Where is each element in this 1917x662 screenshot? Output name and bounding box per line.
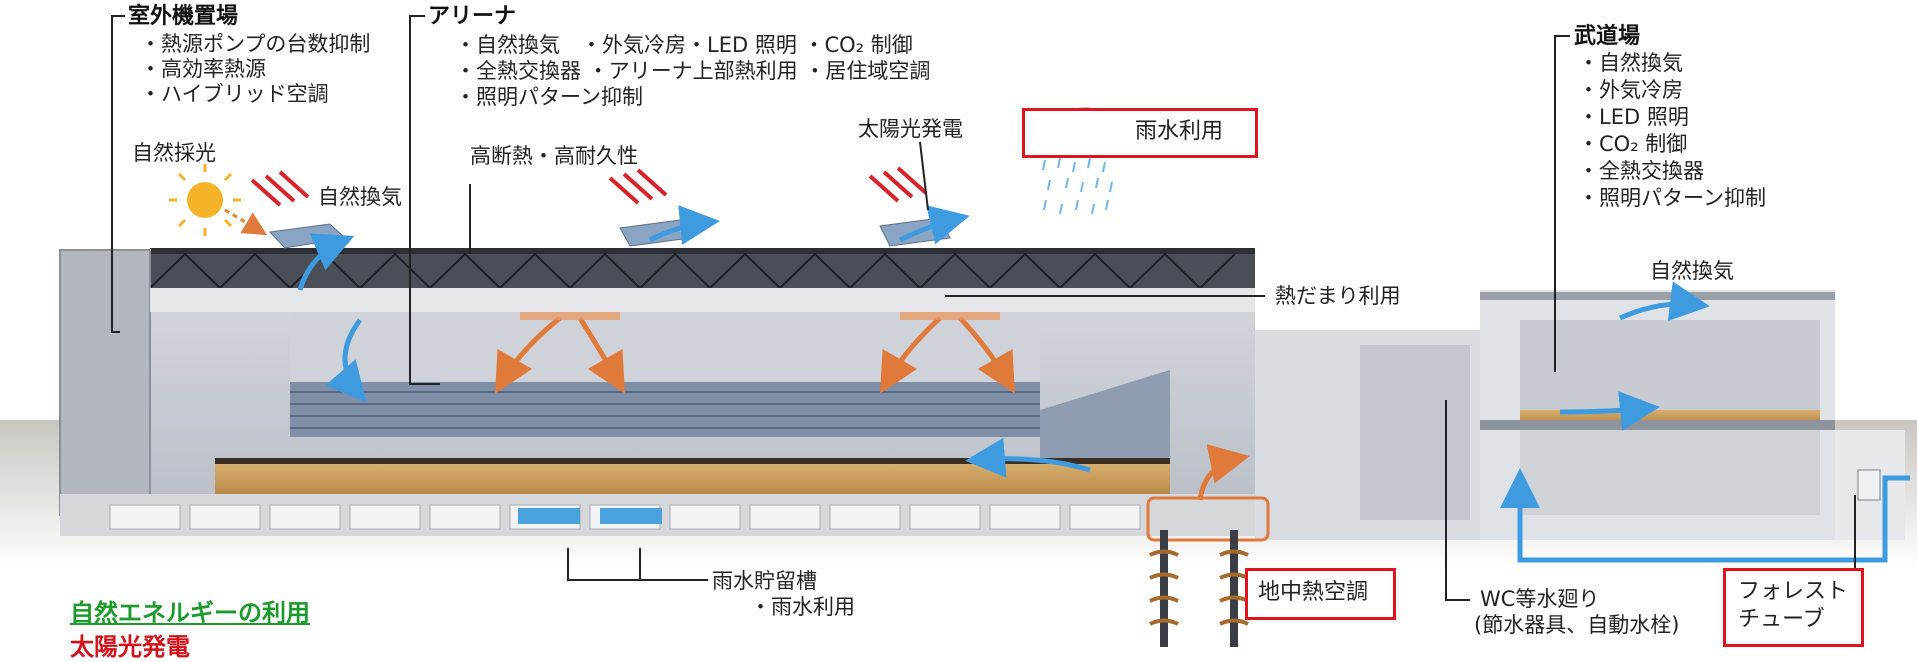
building-cross-section	[0, 15, 1917, 647]
natural-light-label: 自然採光	[132, 141, 216, 165]
outdoor-unit-item: 高効率熱源	[140, 57, 370, 82]
budojo-list: 自然換気 外気冷房 LED 照明 CO₂ 制御 全熱交換器 照明パターン抑制	[1578, 50, 1766, 212]
budojo-building	[1255, 290, 1905, 540]
forest-tube-box: フォレスト チューブ	[1723, 568, 1864, 647]
insulation-label: 高断熱・高耐久性	[470, 144, 638, 168]
rain-tank-label: 雨水貯留槽	[712, 569, 817, 593]
arena-building	[59, 248, 1255, 536]
forest-tube-label-1: フォレスト	[1738, 579, 1849, 604]
budojo-item: 自然換気	[1578, 50, 1766, 77]
budojo-item: 外気冷房	[1578, 77, 1766, 104]
rain-tank-sub-label: ・雨水利用	[750, 595, 855, 619]
airflow-arrow-icon	[297, 205, 1910, 563]
arena-title: アリーナ	[428, 4, 517, 29]
rainwater-use-label: 雨水利用	[1135, 119, 1224, 144]
budojo-item: LED 照明	[1578, 104, 1766, 131]
solar-panel-icon	[268, 217, 951, 249]
geothermal-box: 地中熱空調	[1245, 568, 1396, 620]
budojo-item: 全熱交換器	[1578, 158, 1766, 185]
rain-tank-right	[600, 508, 662, 524]
legend-solar: 太陽光発電	[70, 633, 190, 661]
budojo-item: CO₂ 制御	[1578, 131, 1766, 158]
heat-pool-glow	[520, 312, 1000, 320]
outdoor-unit-item: ハイブリッド空調	[140, 82, 370, 107]
arena-features-row3: ・照明パターン抑制	[455, 85, 643, 109]
forest-tube-inlet	[1857, 469, 1881, 501]
solar-radiation-arrows	[250, 166, 928, 207]
heat-arrow-icon	[495, 316, 1250, 501]
sun-icon	[169, 164, 268, 236]
rain-icon	[1042, 157, 1113, 215]
solar-power-label: 太陽光発電	[858, 117, 963, 141]
outdoor-unit-item: 熱源ポンプの台数抑制	[140, 32, 370, 57]
legend-natural-energy: 自然エネルギーの利用	[70, 599, 310, 627]
rainwater-use-box: 雨水利用	[1022, 108, 1258, 158]
geothermal-pipe-icon	[1146, 496, 1270, 647]
outdoor-unit-title: 室外機置場	[128, 4, 239, 29]
leader-lines	[111, 15, 1856, 601]
rain-tank-left	[518, 508, 580, 524]
budojo-title: 武道場	[1574, 24, 1641, 49]
arena-features-row1: ・自然換気 ・外気冷房・LED 照明 ・CO₂ 制御	[455, 33, 913, 57]
outdoor-unit-list: 熱源ポンプの台数抑制 高効率熱源 ハイブリッド空調	[140, 32, 370, 107]
natural-vent-left-label: 自然換気	[318, 185, 402, 209]
arena-features-row2: ・全熱交換器 ・アリーナ上部熱利用 ・居住域空調	[455, 59, 931, 83]
natural-vent-right-label: 自然換気	[1650, 259, 1734, 283]
heat-pool-label: 熱だまり利用	[1275, 284, 1401, 308]
geothermal-label: 地中熱空調	[1258, 580, 1369, 605]
wc-sub-label: (節水器具、自動水栓)	[1474, 613, 1680, 637]
wc-label: WC等水廻り	[1480, 587, 1600, 611]
forest-tube-label-2: チューブ	[1738, 607, 1825, 632]
budojo-item: 照明パターン抑制	[1578, 185, 1766, 212]
